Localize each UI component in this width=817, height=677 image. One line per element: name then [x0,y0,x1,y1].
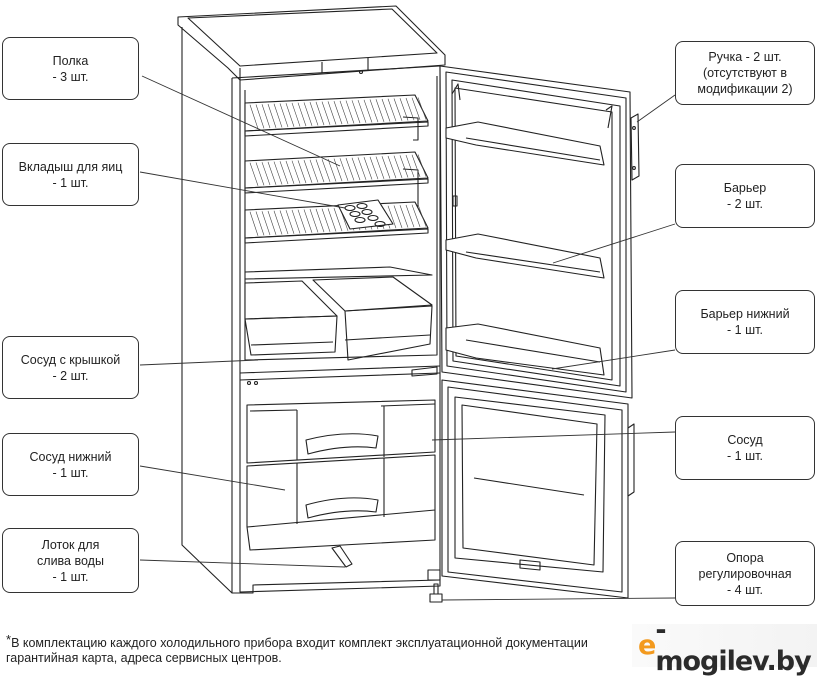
leader-egg-insert [139,171,346,209]
callout-handle-line1: Ручка - 2 шт. [708,50,782,64]
leader-barrier [552,223,676,264]
callout-container: Сосуд - 1 шт. [675,416,815,480]
site-logo: e-mogilev.by [632,615,817,677]
shelf-2 [244,151,429,207]
callout-lower-barrier-title: Барьер нижний [700,307,790,321]
leader-shelf [141,75,341,167]
callout-barrier: Барьер - 2 шт. [675,164,815,228]
callout-handle-line3: модификации 2) [697,82,793,96]
egg-insert [337,199,394,230]
lidded-container-left [244,280,338,356]
callout-drain-tray-qty: - 1 шт. [52,569,89,584]
footnote-line-2: гарантийная карта, адреса сервисных цент… [6,651,282,665]
footnote: *В комплектацию каждого холодильного при… [6,632,631,666]
callout-lidded-container-title: Сосуд с крышкой [20,352,121,367]
leader-handle [636,94,676,123]
lidded-container-right [312,276,433,361]
callout-lidded-container-qty: - 2 шт. [52,368,89,383]
door-barrier-bottom [445,323,605,376]
callout-shelf-qty: - 3 шт. [52,69,89,84]
callout-shelf: Полка - 3 шт. [2,37,139,100]
callout-egg-insert: Вкладыш для яиц - 1 шт. [2,143,139,206]
footnote-asterisk: * [6,632,12,647]
hinge [411,366,438,377]
door-handle-lower [627,423,635,497]
leader-drain-tray [139,559,346,568]
drain-tray [331,545,353,568]
callout-adjustable-foot-line1: Опора [726,550,764,565]
callout-handle: Ручка - 2 шт. (отсутствуют в модификации… [675,41,815,105]
door-handle-upper [630,113,640,181]
callout-adjustable-foot-qty: - 4 шт. [727,582,763,597]
callout-drain-tray-line1: Лоток для [41,537,100,552]
leader-lines [139,75,676,601]
callout-barrier-title: Барьер [723,181,767,195]
shelf-1 [244,94,429,141]
compartment-divider [239,365,441,381]
adjustable-foot [427,569,443,603]
callout-lower-container: Сосуд нижний - 1 шт. [2,433,139,496]
callout-container-title: Сосуд [727,433,763,447]
callout-lower-container-qty: - 1 шт. [52,465,89,480]
leader-adjustable-foot [441,597,676,601]
door-barrier-top [445,121,605,166]
callout-lidded-container: Сосуд с крышкой - 2 шт. [2,336,139,399]
door-barrier-middle [445,233,605,279]
callout-drain-tray: Лоток для слива воды - 1 шт. [2,528,139,593]
logo-text: -mogilev.by [655,614,811,677]
leader-lower-barrier [551,349,676,370]
fridge-top [177,5,446,81]
glass-shelf [244,266,433,280]
freezer-drawer-upper [246,399,436,464]
footnote-line-1: *В комплектацию каждого холодильного при… [6,632,631,651]
leader-lower-container [139,465,286,491]
logo-accent-letter: e [638,630,656,661]
callout-container-qty: - 1 шт. [727,449,763,463]
callout-lower-barrier: Барьер нижний - 1 шт. [675,290,815,354]
shelf-3 [244,201,429,244]
callout-handle-line2: (отсутствуют в [702,66,788,80]
leader-container [431,431,676,441]
callout-adjustable-foot-line2: регулировочная [698,566,792,581]
callout-egg-insert-title: Вкладыш для яиц [18,159,123,174]
callout-lower-barrier-qty: - 1 шт. [727,323,763,337]
callout-barrier-qty: - 2 шт. [727,197,763,211]
callout-adjustable-foot: Опора регулировочная - 4 шт. [675,541,815,606]
callout-egg-insert-qty: - 1 шт. [52,175,89,190]
callout-drain-tray-line2: слива воды [37,553,104,568]
leader-lidded-container [139,359,259,366]
callout-shelf-title: Полка [52,53,89,68]
freezer-door [441,379,629,599]
freezer-drawer-lower [246,454,436,551]
footnote-line-1-text: В комплектацию каждого холодильного приб… [11,636,588,650]
callout-lower-container-title: Сосуд нижний [29,449,112,464]
